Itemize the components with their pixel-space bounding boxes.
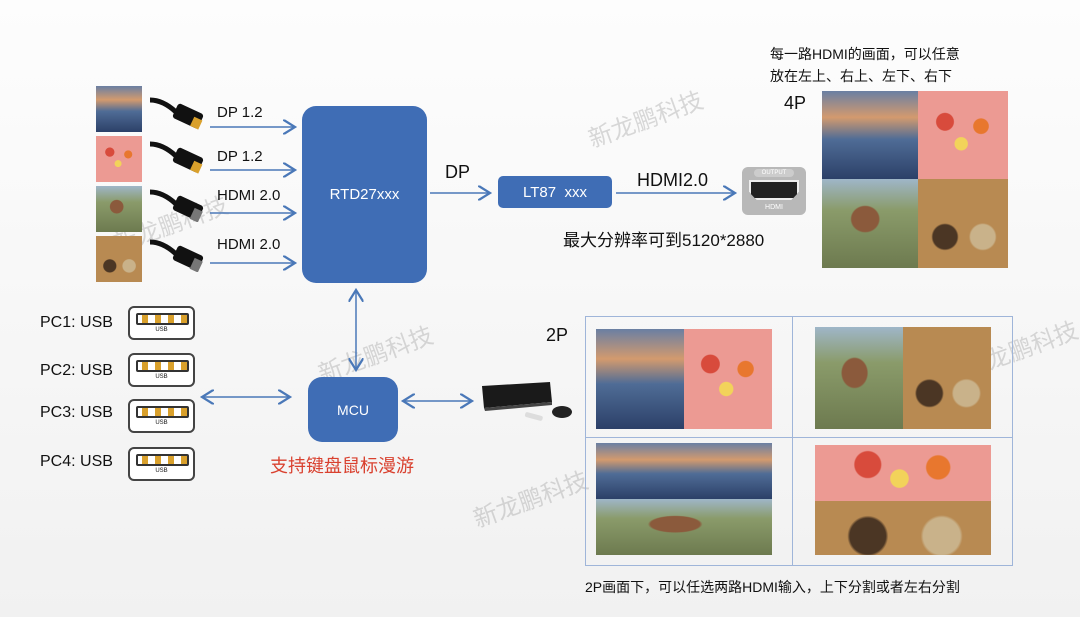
input-thumbnail-food (96, 236, 142, 282)
input-thumbnail-man (96, 186, 142, 232)
usb-port-icon: USB (128, 306, 195, 340)
mcu-chip: MCU (308, 377, 398, 442)
usb-port-text: USB (155, 420, 168, 426)
quad-top-right (918, 91, 1008, 179)
layout-note-2: 放在左上、右上、左下、右下 (770, 68, 952, 84)
hdmi-cable-icon (149, 189, 204, 222)
resolution-note: 最大分辨率可到5120*2880 (563, 231, 765, 250)
stacked-bottom (596, 499, 772, 555)
hdmi-cable-icon (149, 239, 204, 272)
usb-label-pc2: PC2: USB (40, 362, 113, 379)
dp-link-label: DP (445, 162, 471, 182)
quad-bottom-right (918, 179, 1008, 268)
usb-port-icon: USB (128, 399, 195, 433)
usb-port-text: USB (155, 374, 168, 380)
keyboard-mouse-icon (482, 382, 572, 421)
hdmi-output-port-icon: OUTPUT HDMI (742, 167, 806, 215)
stacked-top (596, 443, 772, 499)
kvm-note: 支持键盘鼠标漫游 (270, 456, 414, 476)
side-by-side-right (684, 329, 772, 429)
input-label-2: DP 1.2 (217, 148, 263, 165)
hdmi-link-label: HDMI2.0 (637, 170, 709, 190)
grid-divider (792, 317, 793, 565)
caption-2p: 2P画面下，可以任选两路HDMI输入，上下分割或者左右分割 (585, 579, 960, 595)
usb-port-icon: USB (128, 447, 195, 481)
input-label-3: HDMI 2.0 (217, 187, 281, 204)
lt87-label: LT87 xxx (523, 183, 587, 201)
input-thumbnail-city (96, 86, 142, 132)
layout-note-1: 每一路HDMI的画面，可以任意 (770, 46, 960, 62)
rtd-scaler-chip: RTD27xxx (302, 106, 427, 283)
stacked-top-2 (815, 445, 991, 501)
input-label-4: HDMI 2.0 (217, 236, 281, 253)
mode-2p-label: 2P (546, 325, 569, 345)
usb-label-pc1: PC1: USB (40, 314, 113, 331)
grid-divider (586, 437, 1012, 438)
usb-port-text: USB (155, 468, 168, 474)
usb-port-text: USB (155, 327, 168, 333)
input-thumbnail-candy (96, 136, 142, 182)
port-top-label: OUTPUT (754, 169, 794, 177)
stacked-bottom-2 (815, 501, 991, 555)
usb-label-pc4: PC4: USB (40, 453, 113, 470)
quad-bottom-left (822, 179, 918, 268)
dp-cable-icon (149, 97, 204, 130)
lt87-converter-chip: LT87 xxx (498, 176, 612, 208)
dp-cable-icon (149, 141, 204, 174)
dual-view-preview (585, 316, 1013, 566)
mode-4p-label: 4P (784, 93, 807, 113)
side-by-side-left-2 (815, 327, 903, 429)
hdmi-socket (749, 180, 799, 200)
side-by-side-right-2 (903, 327, 991, 429)
usb-port-icon: USB (128, 353, 195, 387)
quad-view-preview (822, 91, 1008, 268)
input-label-1: DP 1.2 (217, 104, 263, 121)
quad-top-left (822, 91, 918, 179)
mcu-label: MCU (337, 401, 369, 418)
rtd-label: RTD27xxx (329, 186, 400, 203)
side-by-side-left (596, 329, 684, 429)
port-bottom-label: HDMI (765, 204, 783, 211)
usb-label-pc3: PC3: USB (40, 404, 113, 421)
